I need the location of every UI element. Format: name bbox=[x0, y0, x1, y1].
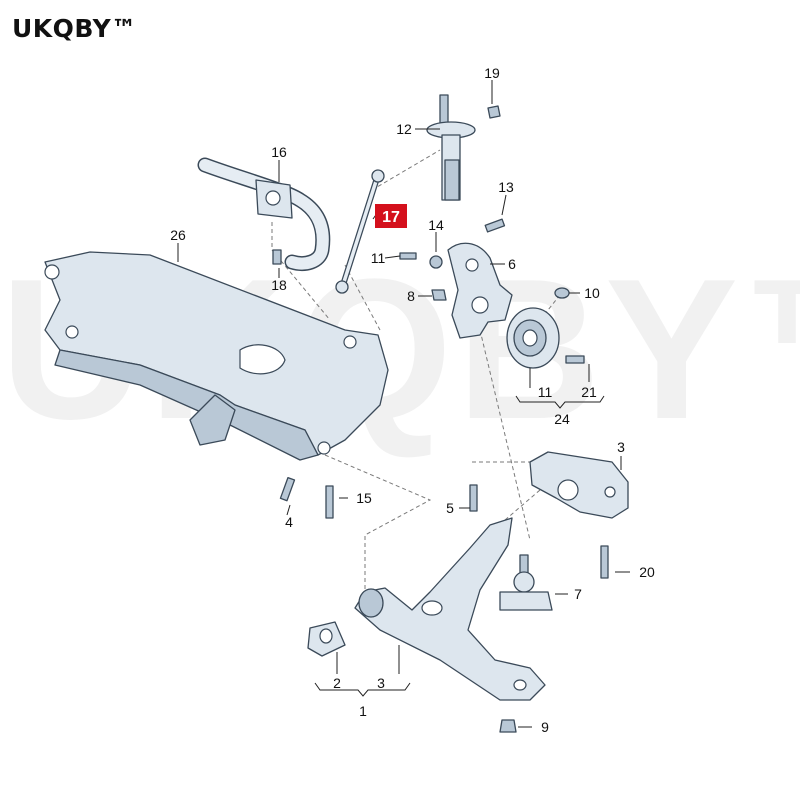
bolt-18 bbox=[272, 249, 282, 265]
callout-labels: 16 26 18 12 19 13 14 11 6 8 10 11 21 24 … bbox=[170, 65, 655, 735]
nut-10 bbox=[554, 287, 570, 299]
callout-3-bracket: 3 bbox=[617, 439, 625, 455]
assembly-guide-lines bbox=[271, 149, 561, 600]
callout-6: 6 bbox=[508, 256, 516, 272]
nut-14 bbox=[429, 255, 443, 269]
highlight-box bbox=[375, 204, 407, 228]
bolt-11 bbox=[399, 252, 417, 260]
callout-11-top: 11 bbox=[371, 250, 386, 266]
ball-joint bbox=[499, 554, 553, 611]
bolt-15 bbox=[325, 485, 334, 519]
bracket bbox=[529, 451, 629, 519]
bolt-20 bbox=[600, 545, 609, 579]
subframe bbox=[44, 251, 389, 461]
wishbone bbox=[307, 517, 546, 733]
callout-9: 9 bbox=[541, 719, 549, 735]
callout-15: 15 bbox=[356, 490, 372, 506]
bolt-5 bbox=[469, 484, 478, 512]
callout-12: 12 bbox=[396, 121, 412, 137]
callout-26: 26 bbox=[170, 227, 186, 243]
wheel-hub bbox=[506, 307, 585, 369]
callout-20: 20 bbox=[639, 564, 655, 580]
bolt-13 bbox=[484, 218, 506, 233]
strut bbox=[426, 94, 501, 201]
callout-14: 14 bbox=[428, 217, 444, 233]
callout-11-hub: 11 bbox=[538, 384, 553, 400]
nut-8 bbox=[431, 289, 447, 301]
callout-18: 18 bbox=[271, 277, 287, 293]
callout-7: 7 bbox=[574, 586, 582, 602]
highlight-label: 17 bbox=[382, 209, 400, 226]
coupling-rod bbox=[335, 169, 385, 294]
bolt-4 bbox=[279, 476, 296, 502]
callout-13: 13 bbox=[498, 179, 514, 195]
callout-10: 10 bbox=[584, 285, 600, 301]
brand-title: UKQBY™ bbox=[12, 14, 137, 43]
callout-4: 4 bbox=[285, 514, 293, 530]
callout-8: 8 bbox=[407, 288, 415, 304]
highlight-part-17: 17 bbox=[375, 204, 407, 228]
callout-3-bushing: 3 bbox=[377, 675, 385, 691]
wheel-bearing-housing bbox=[399, 218, 570, 339]
nut-9 bbox=[499, 719, 517, 733]
callout-5: 5 bbox=[446, 500, 454, 516]
callout-1: 1 bbox=[359, 703, 367, 719]
mounting-bolts bbox=[279, 476, 609, 579]
nut-19 bbox=[487, 105, 501, 119]
callout-19: 19 bbox=[484, 65, 500, 81]
bolt-21 bbox=[565, 355, 585, 364]
callout-21: 21 bbox=[581, 384, 597, 400]
callout-2: 2 bbox=[333, 675, 341, 691]
stabilizer-bar bbox=[197, 157, 331, 271]
callout-16: 16 bbox=[271, 144, 287, 160]
callout-24: 24 bbox=[554, 411, 570, 427]
